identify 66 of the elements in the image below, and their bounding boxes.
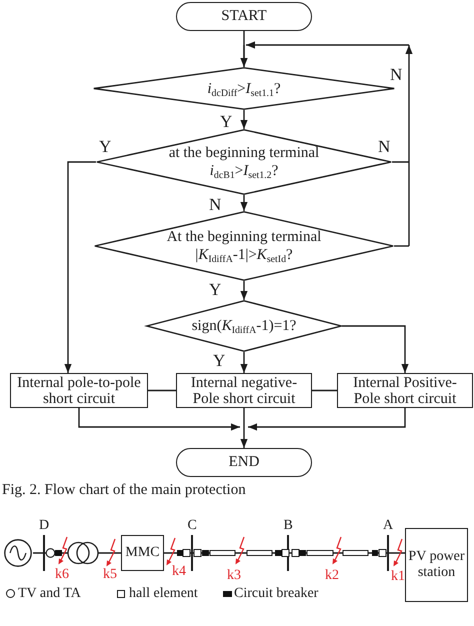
connector-line <box>243 408 245 427</box>
node-text: Internal negative-Pole short circuit <box>190 374 298 406</box>
arrow <box>342 325 409 373</box>
arrow <box>240 110 248 129</box>
bus-label: B <box>284 519 293 533</box>
decision-diamond <box>96 129 392 195</box>
fault-label: k6 <box>55 568 69 582</box>
arrow <box>64 161 96 373</box>
process-box <box>176 373 312 408</box>
fault-label: k3 <box>227 569 241 583</box>
arrow <box>240 281 248 300</box>
connector-line <box>408 162 410 246</box>
decision-diamond <box>94 211 394 281</box>
node-text: Internal pole-to-pole short circuit <box>16 374 142 406</box>
connector-line <box>394 245 409 247</box>
legend-text: TV and TA <box>18 586 81 601</box>
arrow <box>78 408 240 431</box>
arrow <box>240 195 248 211</box>
fault-label: k5 <box>103 568 117 582</box>
edge-label: Y <box>219 114 234 129</box>
arrow <box>248 408 406 431</box>
node-text: END <box>228 454 260 471</box>
arrow <box>240 352 248 373</box>
edge-label: Y <box>212 353 226 368</box>
figure-caption: Fig. 2. Flow chart of the main protection <box>2 482 246 498</box>
arrow <box>240 45 248 67</box>
legend-text: hall element <box>129 586 198 601</box>
connector-line <box>148 390 176 392</box>
terminal-box <box>176 448 312 477</box>
node-text: sign(K$_{IdiffA}$-1)=1? <box>192 317 296 335</box>
bus-label: C <box>188 519 197 533</box>
node-text: PV power station <box>407 549 466 581</box>
connector-line <box>312 390 337 392</box>
edge-label: N <box>208 197 222 212</box>
terminal-box <box>176 2 312 31</box>
wire <box>33 552 68 554</box>
decision-diamond <box>146 300 342 352</box>
transformer-symbol <box>68 541 98 565</box>
legend-text: Circuit breaker <box>234 586 318 601</box>
node-text: i$_{dcB1}$>I$_{set1.2}$? <box>210 162 278 180</box>
arrow <box>240 427 248 448</box>
process-box <box>337 373 473 408</box>
edge-label: N <box>389 67 404 82</box>
fault-label: k1 <box>391 570 405 584</box>
node-text: |K$_{IdiffA}$-1|>K$_{setId}$? <box>195 246 293 264</box>
converter-box <box>121 535 164 571</box>
fault-label: k2 <box>325 569 339 583</box>
node-text: START <box>221 8 267 25</box>
bus-label: A <box>383 519 394 533</box>
edge-label: N <box>377 139 392 154</box>
fault-label: k4 <box>172 565 186 579</box>
arrow <box>246 41 409 49</box>
ac-source-symbol <box>3 539 33 567</box>
arrow <box>405 45 413 162</box>
process-box <box>10 373 148 408</box>
connector-line <box>392 161 409 163</box>
bus-label: D <box>39 519 50 533</box>
wire <box>98 552 121 554</box>
edge-label: Y <box>208 282 222 297</box>
node-text: i$_{dcDiff}$>I$_{set1.1}$? <box>207 80 281 98</box>
node-text: MMC <box>125 545 160 561</box>
node-text: Internal Positive-Pole short circuit <box>352 374 458 406</box>
node-text: At the beginning terminal <box>166 228 322 246</box>
edge-label: Y <box>98 139 112 154</box>
node-text: at the beginning terminal <box>168 144 320 162</box>
station-box <box>405 528 468 602</box>
